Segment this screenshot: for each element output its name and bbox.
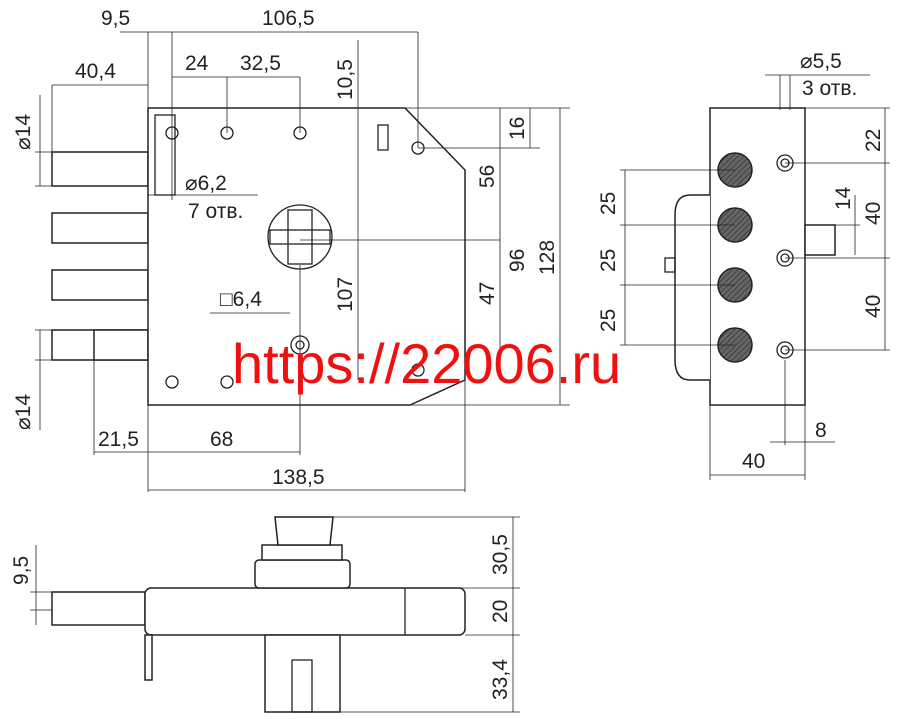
dim-106-5: 106,5 [262,7,315,30]
dimension-lines [35,31,570,492]
dim-square-6-4: □6,4 [220,288,262,311]
dim-56: 56 [476,165,499,188]
dim-24: 24 [185,52,209,75]
dim-16: 16 [506,117,529,140]
dim-diam-14-bottom: ⌀14 [12,394,35,430]
dim-9-5: 9,5 [101,7,130,30]
watermark-url: https://22006.ru [232,332,621,395]
dim-25-a: 25 [597,192,620,215]
dim-40-b: 40 [862,295,885,318]
dim-21-5: 21,5 [98,428,139,451]
side-view: ⌀5,5 3 отв. 22 25 25 25 14 40 40 8 40 [597,50,890,480]
dim-33-4: 33,4 [489,659,512,700]
dim-25-b: 25 [597,249,620,272]
bolts [51,151,149,361]
dim-68: 68 [210,428,233,451]
front-view: 9,5 106,5 24 32,5 10,5 40,4 ⌀14 ⌀6,2 7 о… [12,7,570,492]
dim-25-c: 25 [597,309,620,332]
bottom-view: 9,5 30,5 20 33,4 [10,516,520,713]
dim-diam-14-top: ⌀14 [12,114,35,150]
dim-9-5-bottom: 9,5 [10,556,33,585]
dim-40-c: 40 [742,450,765,473]
dim-10-5: 10,5 [334,59,357,100]
dim-107: 107 [334,277,357,312]
dim-30-5: 30,5 [489,534,512,575]
dim-22: 22 [862,129,885,152]
dim-diam-6-2: ⌀6,2 [185,172,227,195]
dim-40-4: 40,4 [75,60,116,83]
dim-diam-5-5: ⌀5,5 [800,50,842,73]
dim-14: 14 [832,186,855,210]
dim-8: 8 [815,419,827,442]
holes-7-label: 7 отв. [188,200,243,223]
dim-138-5: 138,5 [272,466,325,489]
dim-128: 128 [536,240,559,275]
dim-40-a: 40 [862,202,885,225]
holes-3-label: 3 отв. [802,77,857,100]
dim-20: 20 [489,600,512,623]
dim-32-5: 32,5 [240,52,281,75]
dim-47: 47 [476,282,499,305]
dim-96: 96 [506,249,529,272]
